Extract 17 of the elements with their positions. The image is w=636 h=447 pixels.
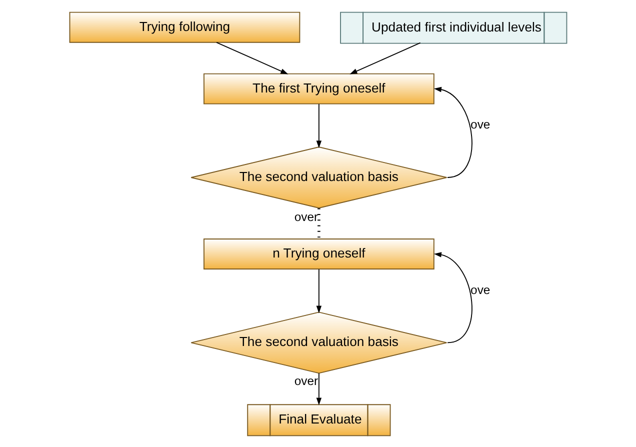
edge-label: ove [470,118,490,132]
edge-label: over [294,210,318,224]
arrow [350,42,421,74]
arrow [434,86,472,178]
arrow [316,372,322,406]
arrow [316,104,322,148]
arrow [316,268,322,314]
node-box: The first Trying oneself [204,73,434,104]
edge-label: ove [470,282,490,297]
node-diamond: The second valuation basis [190,146,448,208]
arrow [434,252,472,344]
node-box: Trying following [69,12,300,43]
node-box: n Trying oneself [204,238,434,270]
edge-label: over [294,374,318,388]
node-diamond: The second valuation basis [190,312,448,374]
connector [318,208,320,239]
arrow [216,42,288,74]
